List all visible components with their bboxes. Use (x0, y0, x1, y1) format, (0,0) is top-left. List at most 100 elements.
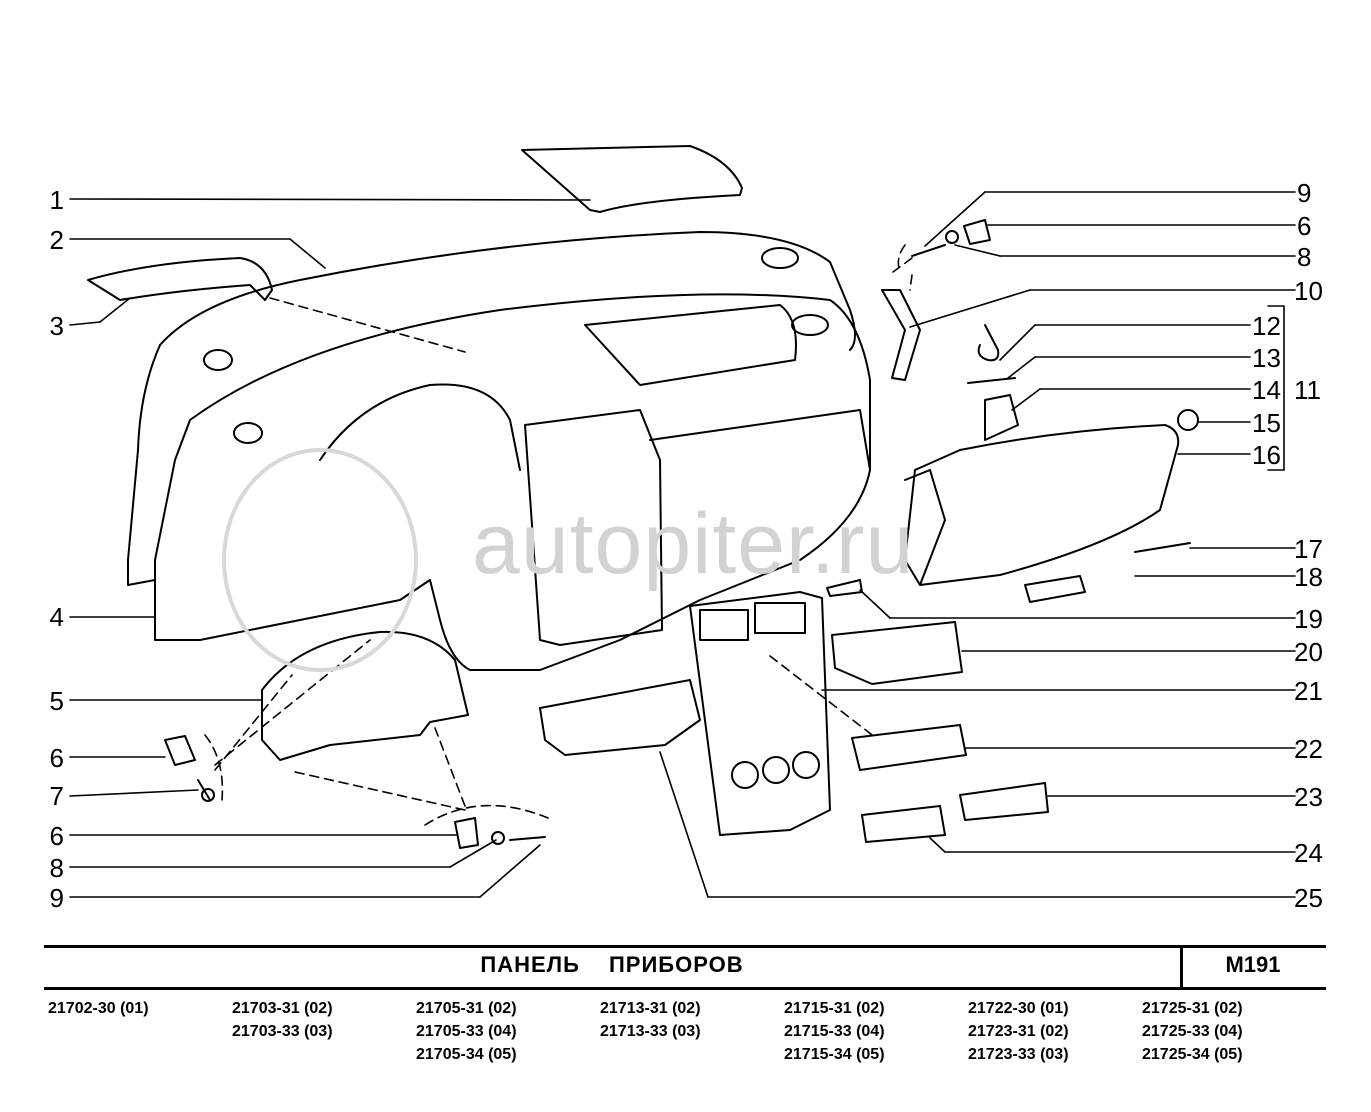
callout-9-bottom: 9 (49, 883, 64, 913)
part-25-bracket (539, 679, 701, 756)
callout-14: 14 (1252, 375, 1281, 405)
callout-2: 2 (49, 225, 64, 255)
left-vent-2 (233, 422, 263, 444)
part-4-left-wing (127, 344, 161, 586)
callout-20: 20 (1294, 637, 1323, 667)
callout-1: 1 (49, 185, 64, 215)
part-21-center-trim (689, 591, 831, 836)
model-code: 21715-33 (04) (784, 1023, 885, 1040)
callout-8-bottom: 8 (49, 853, 64, 883)
model-column-1: 21702-30 (01) (48, 997, 149, 1020)
callout-3: 3 (49, 311, 64, 341)
right-vent-2 (761, 247, 799, 269)
callout-6-left: 6 (49, 743, 64, 773)
model-column-3: 21705-31 (02) 21705-33 (04) 21705-34 (05… (416, 997, 517, 1066)
callout-15: 15 (1252, 408, 1281, 438)
callout-11: 11 (1294, 375, 1321, 405)
callout-17: 17 (1294, 534, 1323, 564)
callout-12: 12 (1252, 311, 1281, 341)
callout-13: 13 (1252, 343, 1281, 373)
part-1-cover (521, 145, 743, 213)
part-5-cluster-hood (261, 630, 469, 761)
watermark-text: autopiter.ru (472, 496, 915, 592)
part-10-bracket (881, 289, 921, 381)
callout-25: 25 (1294, 883, 1323, 913)
part-16-glovebox-side (904, 469, 946, 586)
part-20-pocket (831, 621, 963, 685)
model-code: 21703-33 (03) (232, 1023, 333, 1040)
callout-7: 7 (49, 781, 64, 811)
console-knob-2 (762, 756, 790, 784)
watermark-ring (222, 448, 418, 672)
page-code: M191 (1225, 952, 1281, 977)
model-code: 21715-34 (05) (784, 1046, 885, 1063)
part-9-screw-bottom (509, 836, 546, 841)
callout-23: 23 (1294, 782, 1323, 812)
part-8-washer-top (945, 230, 959, 244)
glovebox-opening (649, 409, 871, 471)
part-2-dashboard-top (159, 231, 856, 351)
part-24-plug (861, 805, 946, 843)
part-14-latch (984, 394, 1019, 441)
callout-9-top: 9 (1297, 178, 1312, 208)
model-code: 21725-31 (02) (1142, 1000, 1243, 1017)
assembly-lines (204, 244, 913, 826)
callout-21: 21 (1294, 676, 1323, 706)
callout-6-bottom: 6 (49, 821, 64, 851)
model-code: 21725-34 (05) (1142, 1046, 1243, 1063)
model-column-4: 21713-31 (02) 21713-33 (03) (600, 997, 701, 1043)
model-code: 21723-31 (02) (968, 1023, 1069, 1040)
model-code: 21702-30 (01) (48, 1000, 149, 1017)
console-slot-1 (699, 609, 749, 641)
cluster-opening (319, 383, 521, 471)
part-18-handle (1024, 575, 1086, 603)
part-4-dashboard-body (154, 293, 871, 671)
right-vent (791, 314, 829, 336)
console-knob-1 (731, 761, 759, 789)
left-vent (203, 349, 233, 371)
part-7-screw-head (201, 788, 215, 802)
center-stack-opening (524, 409, 663, 646)
part-16-glovebox-lid (904, 424, 1180, 586)
part-9-screw-top (911, 244, 946, 257)
model-code: 21715-31 (02) (784, 1000, 885, 1017)
model-code: 21705-33 (04) (416, 1023, 517, 1040)
model-code: 21722-30 (01) (968, 1000, 1069, 1017)
part-6-clip-left (164, 735, 196, 766)
console-slot-2 (754, 602, 806, 634)
part-15-bumper (1177, 409, 1199, 431)
part-3-side-trim (87, 257, 273, 301)
model-code: 21713-33 (03) (600, 1023, 701, 1040)
part-22-switch-block (851, 724, 967, 771)
page-title: ПАНЕЛЬ ПРИБОРОВ (480, 952, 744, 977)
airbag-window (584, 304, 797, 386)
model-column-6: 21722-30 (01) 21723-31 (02) 21723-33 (03… (968, 997, 1069, 1066)
model-code: 21725-33 (04) (1142, 1023, 1243, 1040)
callout-16: 16 (1252, 440, 1281, 470)
model-column-7: 21725-31 (02) 21725-33 (04) 21725-34 (05… (1142, 997, 1243, 1066)
title-separator (1180, 946, 1183, 990)
part-8-washer-bottom (491, 831, 505, 845)
model-code: 21723-33 (03) (968, 1046, 1069, 1063)
title-bottom-rule (44, 987, 1326, 990)
model-column-2: 21703-31 (02) 21703-33 (03) (232, 997, 333, 1043)
title-top-rule (44, 945, 1326, 948)
part-17-rod (1134, 542, 1191, 553)
part-6-clip-bottom (454, 817, 479, 849)
callout-18: 18 (1294, 562, 1323, 592)
model-code: 21703-31 (02) (232, 1000, 333, 1017)
callout-5: 5 (49, 686, 64, 716)
part-13-pin (967, 377, 1016, 384)
leader-lines (69, 191, 1296, 898)
model-code: 21713-31 (02) (600, 1000, 701, 1017)
callout-24: 24 (1294, 838, 1323, 868)
callout-6-top: 6 (1297, 211, 1312, 241)
part-23-plug (959, 782, 1049, 821)
callout-4: 4 (49, 602, 64, 632)
callout-8-top: 8 (1297, 242, 1312, 272)
model-code: 21705-34 (05) (416, 1046, 517, 1063)
callout-19: 19 (1294, 604, 1323, 634)
console-knob-3 (792, 751, 820, 779)
model-code: 21705-31 (02) (416, 1000, 517, 1017)
